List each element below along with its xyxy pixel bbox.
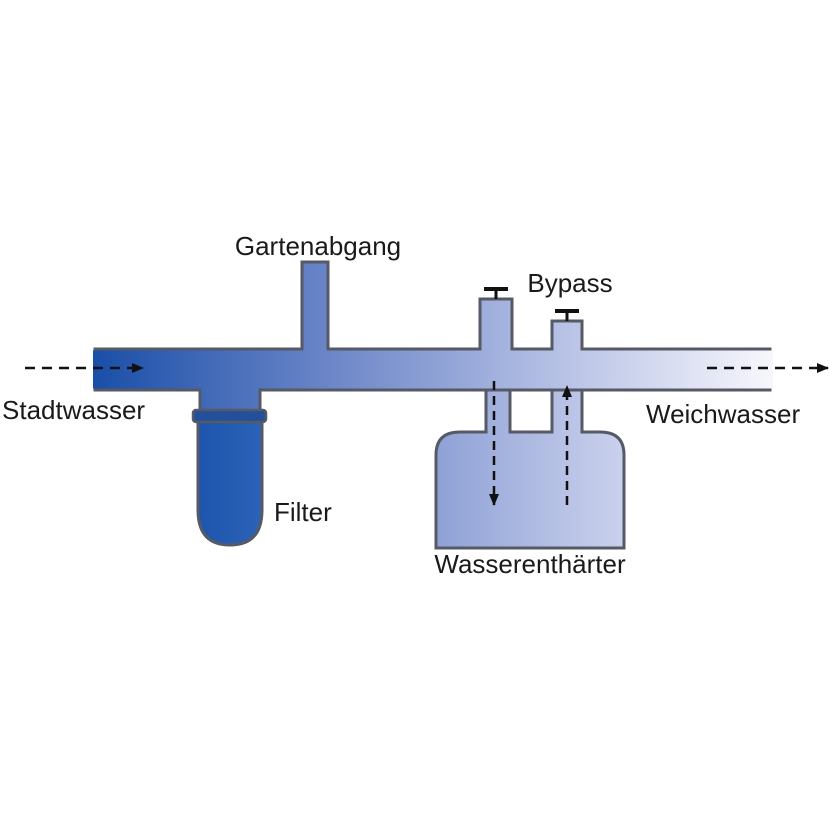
label-city-water: Stadtwasser — [2, 395, 145, 425]
softener-tank — [434, 388, 626, 550]
label-bypass: Bypass — [527, 268, 612, 298]
main-pipe — [93, 260, 772, 416]
label-water-softener: Wasserenthärter — [434, 549, 626, 579]
bypass-valve-handle-right — [555, 309, 579, 321]
label-filter: Filter — [274, 497, 332, 527]
pipe-open-end-outlet — [768, 350, 773, 389]
bypass-valve-handle-left — [484, 287, 508, 299]
filter-coupling — [191, 408, 268, 424]
filter-cup — [196, 416, 264, 547]
label-soft-water: Weichwasser — [646, 399, 800, 429]
pipe-open-end-inlet — [93, 350, 97, 389]
label-garden-outlet: Gartenabgang — [235, 231, 401, 261]
